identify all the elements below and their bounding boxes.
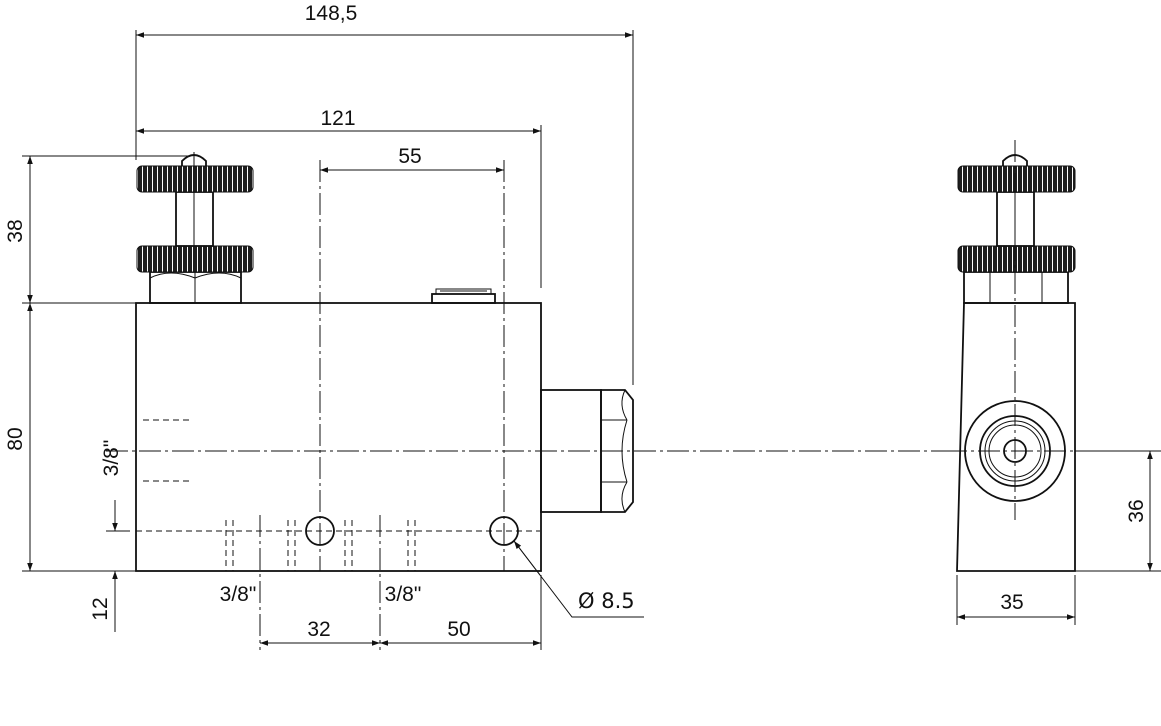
side-knob [957,154,1076,304]
dimension-lines [22,30,1161,650]
dim-bottom-offset: 12 [89,597,112,620]
adjustment-knob [136,152,254,304]
dim-body-length: 121 [320,107,355,130]
hole-diameter-label: Ø 8.5 [578,589,635,613]
thread-label-bottom-2: 3/8" [385,583,422,606]
dim-body-height: 80 [4,427,27,450]
thread-label-side: 3/8" [100,440,123,477]
front-view [106,152,945,650]
dim-side-height: 36 [1125,499,1148,522]
side-body [956,302,1076,572]
dimension-labels: 148,5 121 55 38 80 12 32 50 36 35 3/8" 3… [4,2,1148,641]
top-plug [431,288,496,304]
dim-port-spacing-a: 32 [307,618,330,641]
hidden-lines [136,419,540,571]
thread-label-bottom-1: 3/8" [220,583,257,606]
dim-knob-height: 38 [4,219,27,242]
dim-overall-length: 148,5 [305,2,358,25]
dim-port-spacing-b: 50 [447,618,470,641]
dim-port-spacing-top: 55 [398,145,421,168]
dim-side-width: 35 [1000,591,1023,614]
